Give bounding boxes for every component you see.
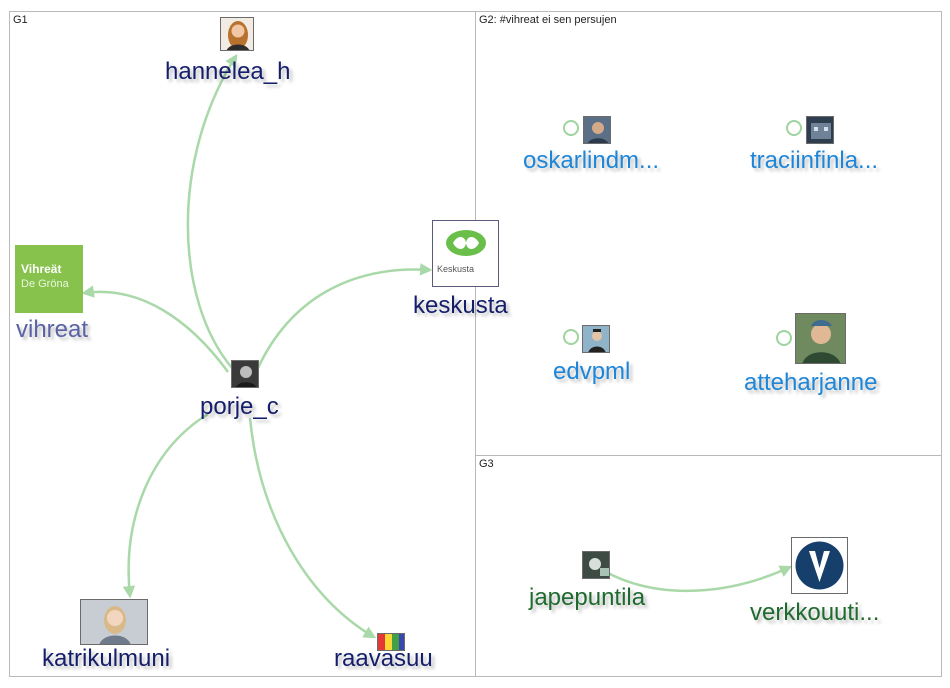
node-label-porje-c[interactable]: porje_c bbox=[200, 393, 279, 420]
node-label-vihreat[interactable]: vihreat bbox=[16, 316, 89, 343]
group-panel-g3: G3 bbox=[475, 455, 942, 677]
hannelea-h-avatar[interactable] bbox=[220, 17, 254, 51]
person-photo-icon bbox=[81, 600, 147, 644]
node-label-verkkouuti[interactable]: verkkouuti... bbox=[750, 599, 880, 626]
person-photo-icon bbox=[583, 552, 609, 578]
self-loop-icon bbox=[563, 329, 579, 345]
edge-porje-c-to-katrikulmuni bbox=[122, 412, 209, 599]
rainbow-image-icon bbox=[378, 634, 404, 650]
node-label-edvpml[interactable]: edvpml bbox=[553, 358, 631, 385]
group-label-g2: G2: #vihreat ei sen persujen bbox=[479, 14, 617, 26]
self-loop-icon bbox=[776, 330, 792, 346]
edge-japepuntila-to-verkkouuti bbox=[607, 565, 793, 593]
oskarlindm-avatar[interactable] bbox=[583, 116, 611, 144]
self-loop-icon bbox=[786, 120, 802, 136]
person-photo-icon bbox=[221, 18, 253, 50]
node-label-atteharjanne[interactable]: atteharjanne bbox=[744, 369, 878, 396]
group-panel-g1: G1 bbox=[9, 11, 476, 677]
edge-porje-c-to-hannelea-h bbox=[186, 53, 238, 369]
self-loop-icon bbox=[563, 120, 579, 136]
group-panel-g2: G2: #vihreat ei sen persujen bbox=[475, 11, 942, 456]
node-label-katrikulmuni[interactable]: katrikulmuni bbox=[42, 645, 171, 672]
keskusta-logo-text: Keskusta bbox=[437, 264, 475, 274]
group-label-g3: G3 bbox=[479, 458, 494, 470]
vihreat-logo-text-line1: Vihreät bbox=[21, 262, 62, 276]
person-photo-icon bbox=[796, 314, 845, 363]
node-label-raavasuu[interactable]: raavasuu bbox=[334, 645, 433, 672]
verkkouutiset-logo-icon bbox=[795, 541, 844, 590]
katrikulmuni-avatar[interactable] bbox=[80, 599, 148, 645]
raavasuu-avatar[interactable] bbox=[377, 633, 405, 651]
traciinfinla-avatar[interactable] bbox=[806, 116, 834, 144]
node-label-traciinfinla[interactable]: traciinfinla... bbox=[750, 147, 879, 174]
edge-porje-c-to-keskusta bbox=[256, 263, 433, 369]
vihreat-logo-text-line2: De Gröna bbox=[21, 278, 69, 290]
clover-logo-icon bbox=[446, 230, 486, 256]
person-photo-icon bbox=[232, 361, 258, 387]
edge-porje-c-to-raavasuu bbox=[248, 417, 377, 639]
person-photo-icon bbox=[583, 326, 609, 352]
edvpml-avatar[interactable] bbox=[582, 325, 610, 353]
person-photo-icon bbox=[584, 117, 610, 143]
keskusta-logo[interactable]: Keskusta bbox=[432, 220, 499, 287]
group-label-g1: G1 bbox=[13, 14, 28, 26]
atteharjanne-avatar[interactable] bbox=[795, 313, 846, 364]
node-label-japepuntila[interactable]: japepuntila bbox=[529, 584, 646, 611]
verkkouuti-logo[interactable] bbox=[791, 537, 848, 594]
node-label-hannelea-h[interactable]: hannelea_h bbox=[165, 58, 291, 85]
node-label-oskarlindm[interactable]: oskarlindm... bbox=[523, 147, 660, 174]
porje-c-avatar[interactable] bbox=[231, 360, 259, 388]
japepuntila-avatar[interactable] bbox=[582, 551, 610, 579]
building-photo-icon bbox=[807, 117, 833, 143]
node-label-keskusta[interactable]: keskusta bbox=[413, 292, 508, 319]
edge-porje-c-to-vihreat bbox=[81, 285, 230, 373]
vihreat-logo-icon bbox=[15, 245, 83, 313]
vihreat-logo[interactable]: Vihreät De Gröna bbox=[15, 245, 83, 313]
